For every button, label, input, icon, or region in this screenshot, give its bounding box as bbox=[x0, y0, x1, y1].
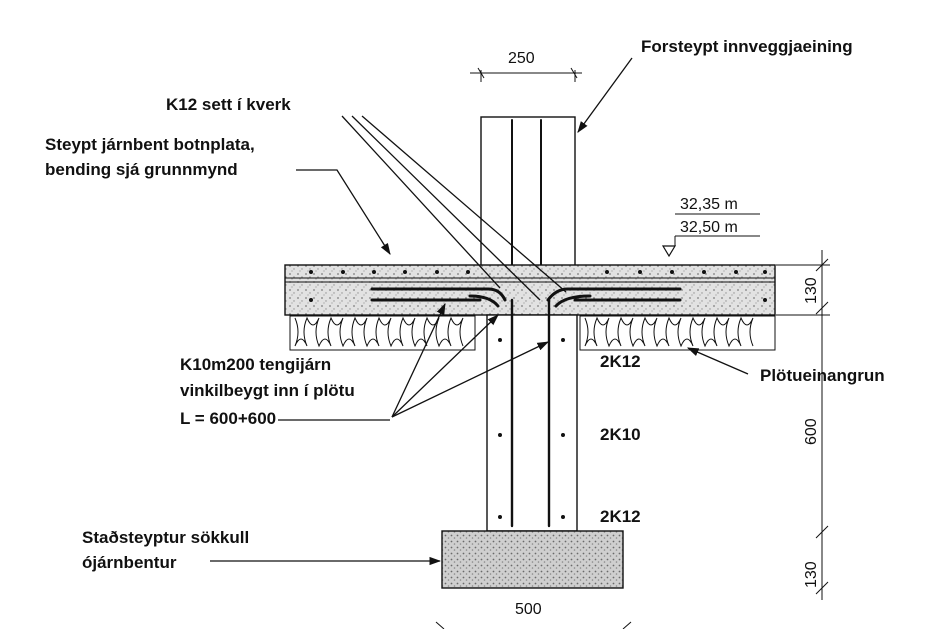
dim-slab-thickness: 130 bbox=[803, 277, 820, 304]
label-footing-1: Staðsteyptur sökkull bbox=[82, 528, 249, 547]
dim-wall-width-text: 250 bbox=[508, 50, 535, 67]
dim-wall-width: 250 bbox=[470, 50, 582, 82]
stem-rebar-dots bbox=[498, 338, 565, 519]
level-marker: 32,35 m 32,50 m bbox=[661, 196, 760, 258]
label-slab-1: Steypt járnbent botnplata, bbox=[45, 135, 255, 154]
label-footing-2: ójárnbentur bbox=[82, 553, 177, 572]
level-upper: 32,35 m bbox=[680, 196, 738, 213]
leader-lines bbox=[210, 57, 749, 566]
precast-wall bbox=[480, 116, 576, 284]
label-ties-1: K10m200 tengijárn bbox=[180, 355, 331, 374]
dim-right: 130 600 130 bbox=[776, 250, 830, 600]
label-corner-bars: K12 sett í kverk bbox=[166, 95, 291, 114]
label-ties-2: vinkilbeygt inn í plötu bbox=[180, 381, 355, 400]
label-rebar-bottom: 2K12 bbox=[600, 507, 641, 526]
slab-rebar-dots bbox=[309, 270, 767, 302]
label-wall-unit: Forsteypt innveggjaeining bbox=[641, 37, 853, 56]
footing bbox=[441, 530, 624, 589]
dim-footing-width-text: 500 bbox=[515, 601, 542, 618]
label-rebar-top: 2K12 bbox=[600, 352, 641, 371]
label-slab-2: bending sjá grunnmynd bbox=[45, 160, 238, 179]
label-insulation: Plötueinangrun bbox=[760, 366, 885, 385]
label-rebar-mid: 2K10 bbox=[600, 425, 641, 444]
dim-footing-height: 130 bbox=[803, 561, 820, 588]
label-ties-3: L = 600+600 bbox=[180, 409, 276, 428]
dim-footing-width: 500 bbox=[435, 601, 632, 629]
slab-bottom-bars bbox=[370, 287, 682, 308]
level-lower: 32,50 m bbox=[680, 219, 738, 236]
stem-wall bbox=[486, 298, 578, 532]
insulation bbox=[289, 315, 776, 351]
dim-stem-height: 600 bbox=[803, 418, 820, 445]
